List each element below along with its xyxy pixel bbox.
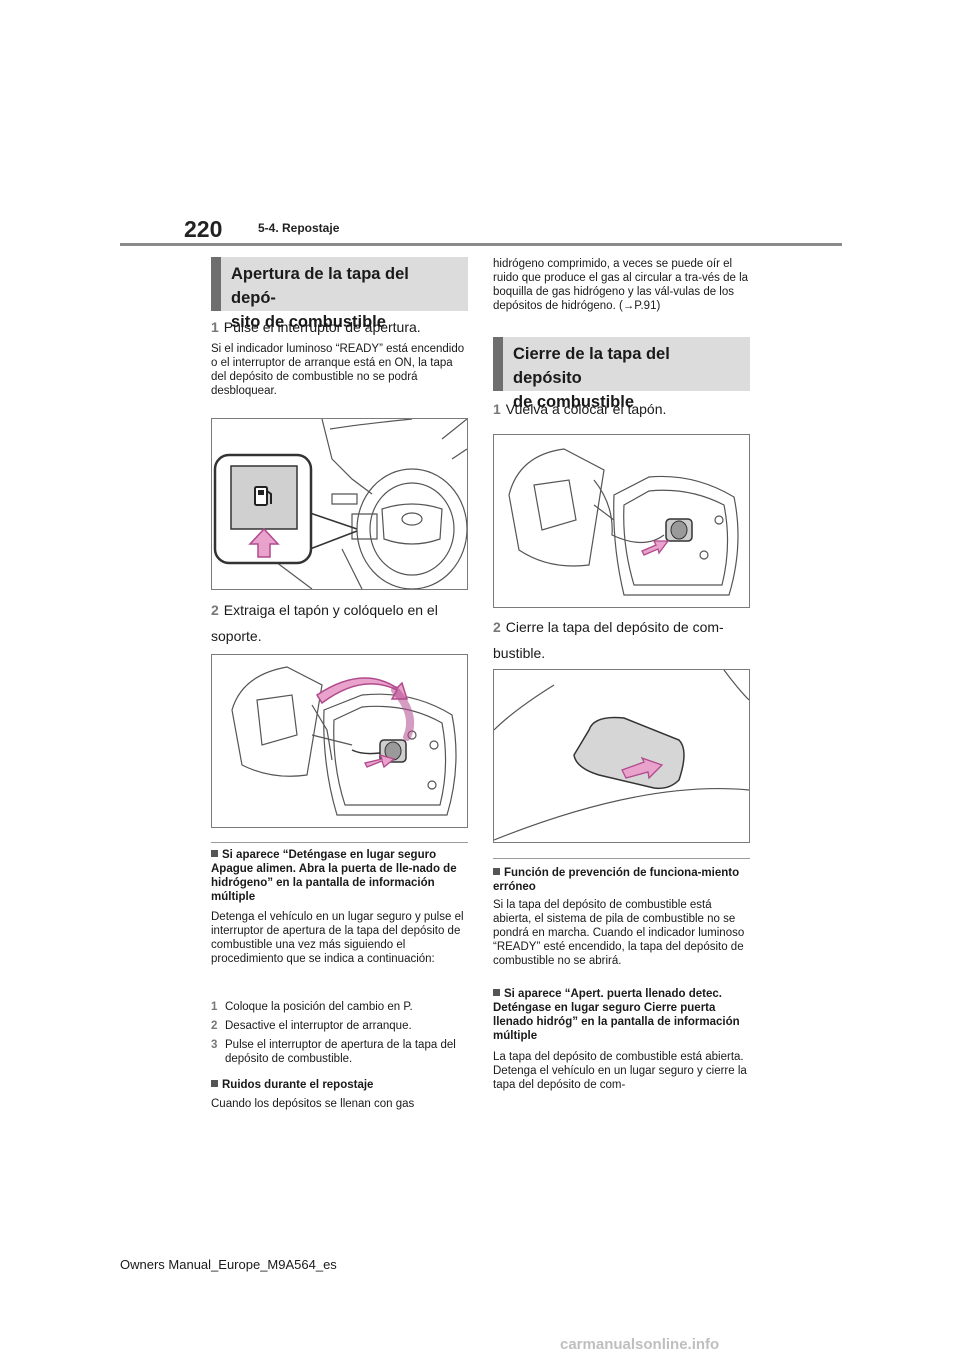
figure-dashboard-switch — [211, 418, 468, 590]
push-arrow-icon — [364, 753, 396, 769]
step-text: Cierre la tapa del depósito de com-busti… — [493, 619, 724, 661]
figure-replace-cap — [493, 434, 750, 608]
fuel-pump-icon — [254, 486, 272, 506]
noise-body-continued: hidrógeno comprimido, a veces se puede o… — [493, 258, 749, 312]
step-1-note: Si el indicador luminoso “READY” está en… — [211, 343, 465, 397]
note-door-open-title: Si aparece “Apert. puerta llenado detec.… — [493, 988, 740, 1042]
note-divider — [493, 858, 750, 859]
rotate-arrow-icon — [315, 677, 409, 705]
note-warning-body: Detenga el vehículo en un lugar seguro y… — [211, 911, 464, 965]
step-text: Pulse el interruptor de apertura. — [223, 319, 421, 335]
note-noise-title: Ruidos durante el repostaje — [211, 1078, 468, 1092]
bullet-square-icon — [211, 850, 218, 857]
replace-cap-illustration — [508, 448, 739, 596]
figure-close-lid — [493, 669, 750, 843]
step-number: 1 — [211, 319, 219, 335]
step-number: 2 — [493, 619, 501, 635]
section-heading-opening: Apertura de la tapa del depó- sito de co… — [211, 257, 468, 331]
bullet-square-icon — [493, 868, 500, 875]
note-divider — [211, 842, 468, 843]
step-number: 2 — [211, 602, 219, 618]
bullet-square-icon — [493, 989, 500, 996]
step-text: Extraiga el tapón y colóquelo en el sopo… — [211, 602, 438, 644]
step-text: Vuelva a colocar el tapón. — [505, 401, 667, 417]
note-door-open-body: La tapa del depósito de combustible está… — [493, 1051, 747, 1091]
section-title: 5-4. Repostaje — [258, 221, 340, 235]
dashboard-illustration — [213, 418, 468, 590]
step-number: 1 — [493, 401, 501, 417]
note-noise-body: Cuando los depósitos se llenan con gas — [211, 1098, 415, 1110]
figure-cap-removal — [211, 654, 468, 828]
note-malfunction-title: Función de prevención de funciona-miento… — [493, 867, 740, 893]
section-heading-closing: Cierre de la tapa del depósito de combus… — [493, 337, 750, 411]
footer-manual-id: Owners Manual_Europe_M9A564_es — [120, 1257, 337, 1272]
note-malfunction-body: Si la tapa del depósito de combustible e… — [493, 899, 745, 967]
close-lid-illustration — [493, 669, 750, 841]
header-divider — [120, 243, 842, 246]
note-warning-stop: Si aparece “Deténgase en lugar seguro Ap… — [211, 849, 457, 903]
close-arrow-icon — [621, 756, 664, 780]
press-arrow-icon — [248, 527, 280, 558]
page-number: 220 — [184, 216, 223, 242]
watermark: carmanualsonline.info — [560, 1336, 720, 1353]
insert-arrow-icon — [641, 540, 670, 556]
bullet-square-icon — [211, 1080, 218, 1087]
cap-removal-illustration — [231, 666, 457, 816]
